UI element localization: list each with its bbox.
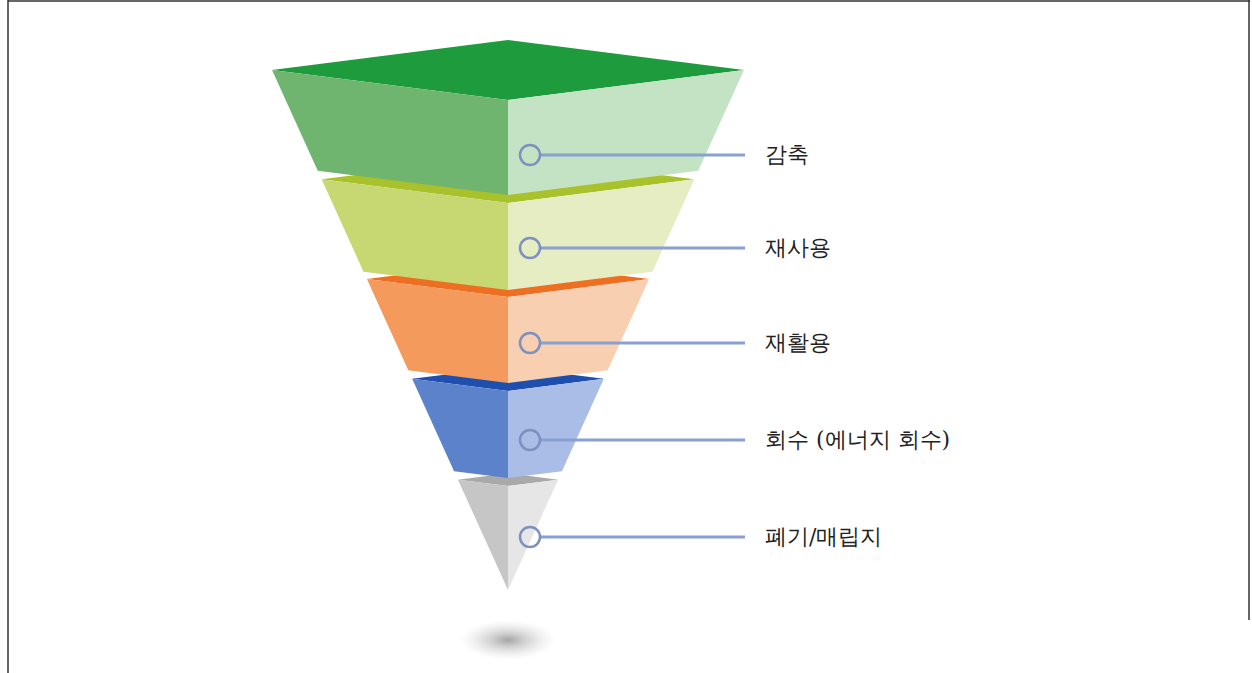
level-label: 감축 [765,141,809,170]
leader-lines [520,145,745,547]
leader-line [541,439,745,442]
leader-dot [520,333,540,353]
level-label: 폐기/매립지 [765,523,882,552]
level-label: 재활용 [765,329,831,358]
pyramid-layer [458,473,558,590]
leader-dot [520,527,540,547]
layer-left-face [322,179,508,290]
layer-left-face [458,480,508,590]
level-label: 재사용 [765,234,831,263]
layer-right-face [508,379,604,478]
leader-dot [520,430,540,450]
leader-dot [520,238,540,258]
layer-right-face [508,179,694,290]
layer-right-face [508,279,649,383]
level-label: 회수 (에너지 회수) [765,426,950,455]
leader-dot [520,145,540,165]
layer-left-face [367,279,508,383]
leader-line [541,247,745,250]
pyramid-shadow [460,620,556,660]
layer-right-face [508,480,558,590]
leader-line [541,536,745,539]
leader-line [541,342,745,345]
layer-left-face [412,379,508,478]
inverted-pyramid [272,40,744,590]
pyramid-layer [412,367,604,478]
layer-right-face [508,70,744,195]
leader-line [541,154,745,157]
pyramid-layer [272,40,744,195]
layer-left-face [272,70,508,195]
frame-border [8,0,1250,673]
